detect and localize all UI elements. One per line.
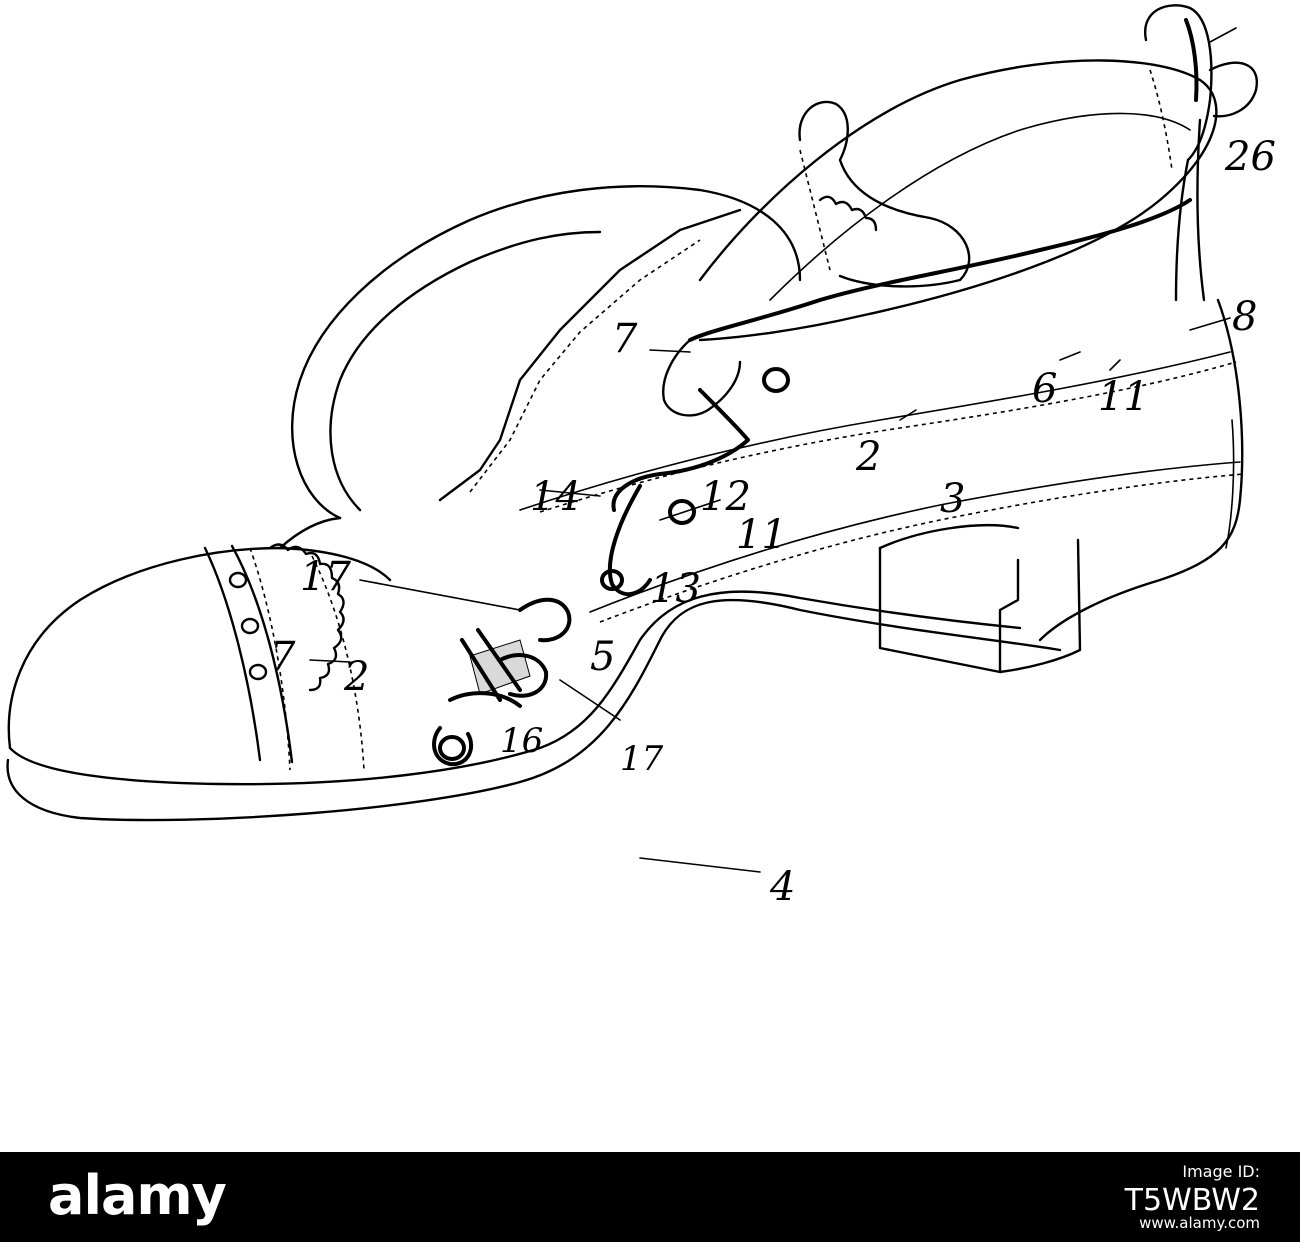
eyelets [438,367,790,761]
ref-numeral-6: 6 [1032,366,1057,412]
ref-numeral-13: 13 [650,566,701,612]
back-tab-dash [1149,69,1173,171]
tongue [798,100,971,288]
image-id-block: Image ID: T5WBW2 [1125,1162,1260,1218]
ref-numeral-11-lower: 11 [736,512,787,558]
lace [688,198,1192,342]
ref-numeral-8: 8 [1232,294,1257,340]
heel-block [878,546,1020,674]
tongue-scallop [818,195,878,232]
back-stay [1174,118,1206,302]
quarter-seam-2 [589,461,1241,613]
image-id-label: Image ID: [1182,1162,1260,1181]
ref-numeral-26: 26 [1224,134,1276,180]
lace-knot [448,597,572,708]
facing-stitch [469,239,701,493]
toe-cap [7,546,392,750]
toe-cap-dashes [249,547,365,771]
lace-cross-2 [607,484,652,596]
quarter-scallop-1 [539,361,1237,513]
ref-numeral-2-lower: 2 [343,654,369,700]
upper-back [1038,298,1244,642]
ref-numeral-11-upper: 11 [1098,374,1149,420]
sole-edge [8,590,1022,786]
patent-shoe-drawing: 26 8 7 6 11 2 3 12 14 11 13 17 5 7 2 16 … [6,4,1276,910]
facing-edge [438,208,742,502]
toe-cap-scallop [268,543,345,692]
ref-numeral-2-upper: 2 [855,434,881,480]
lace-tie-bar [469,639,531,695]
ref-numeral-14: 14 [530,474,581,520]
heel-top [878,524,1020,550]
ref-numeral-17-upper: 17 [300,554,351,600]
back-tab-fold [1208,61,1259,118]
stock-footer-bar: alamy Image ID: T5WBW2 www.alamy.com [0,1152,1300,1242]
quarter-scallop-2 [599,473,1245,623]
quarter-seam-1 [519,351,1231,511]
vamp-outline [278,516,342,550]
lace-cross [611,388,750,512]
tongue-dash [799,149,831,271]
lace-loop-upper [662,338,742,417]
site-url: www.alamy.com [1139,1214,1260,1232]
lace-end-hook [432,726,474,767]
leader-lines [309,27,1237,873]
collar-opening [698,59,1218,342]
heel-side [998,538,1082,674]
ref-numeral-12: 12 [700,474,751,520]
ref-numeral-7-lower: 7 [270,634,296,680]
lace-facing-inner [329,230,602,512]
ref-numeral-17-lower: 17 [620,739,664,779]
upper-back-inner [1225,419,1235,549]
back-pull-tab [1143,4,1213,162]
lace-facing-outer [290,185,802,520]
shoe-sole [6,598,1062,822]
ref-numeral-4: 4 [769,864,795,910]
toe-perforations [228,571,268,681]
image-id-value: T5WBW2 [1124,1183,1260,1218]
back-tab-shading [1184,18,1199,102]
ref-numeral-16: 16 [500,721,543,761]
ref-numeral-3: 3 [940,476,965,522]
alamy-logo: alamy [48,1164,227,1227]
ref-numeral-5: 5 [590,634,615,680]
ref-numeral-7-upper: 7 [612,316,638,362]
collar-inner [769,112,1191,301]
